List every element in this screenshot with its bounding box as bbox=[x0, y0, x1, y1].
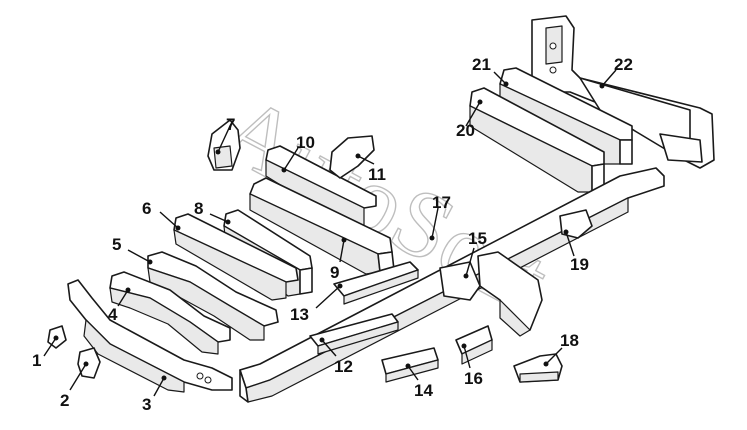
callout-22-label: 22 bbox=[614, 55, 633, 74]
callout-5-label: 5 bbox=[112, 235, 121, 254]
part-4 bbox=[109, 271, 231, 355]
part-18 bbox=[513, 353, 563, 383]
callout-12: 12 bbox=[319, 337, 353, 376]
part-15-assembly bbox=[439, 251, 543, 337]
callout-5: 5 bbox=[112, 235, 153, 265]
part-9 bbox=[249, 177, 395, 275]
callout-18-label: 18 bbox=[560, 331, 579, 350]
callout-11: 11 bbox=[355, 153, 386, 184]
callout-11-label: 11 bbox=[368, 165, 386, 184]
callout-2: 2 bbox=[60, 361, 89, 410]
callout-8-label: 8 bbox=[194, 199, 203, 218]
callout-6: 6 bbox=[142, 199, 181, 231]
part-12 bbox=[309, 313, 399, 355]
callout-6-label: 6 bbox=[142, 199, 151, 218]
callout-10: 10 bbox=[281, 133, 315, 173]
callout-13: 13 bbox=[290, 283, 343, 324]
callout-20: 20 bbox=[456, 99, 483, 140]
callout-4: 4 bbox=[108, 287, 131, 324]
part-2 bbox=[77, 347, 101, 379]
part-20 bbox=[469, 87, 605, 193]
part-3 bbox=[67, 279, 233, 393]
callout-9: 9 bbox=[330, 237, 347, 282]
callout-20-label: 20 bbox=[456, 121, 475, 140]
callouts: 1 2 3 4 5 6 7 8 bbox=[32, 55, 633, 414]
part-11 bbox=[329, 135, 375, 179]
callout-21: 21 bbox=[472, 55, 509, 87]
callout-1: 1 bbox=[32, 335, 59, 370]
part-6 bbox=[173, 213, 299, 301]
callout-12-label: 12 bbox=[334, 357, 353, 376]
callout-16-label: 16 bbox=[464, 369, 483, 388]
callout-2-label: 2 bbox=[60, 391, 69, 410]
callout-18: 18 bbox=[543, 331, 579, 367]
callout-21-label: 21 bbox=[472, 55, 491, 74]
callout-22: 22 bbox=[599, 55, 633, 89]
callout-3: 3 bbox=[142, 375, 167, 414]
callout-13-label: 13 bbox=[290, 305, 309, 324]
callout-9-label: 9 bbox=[330, 263, 339, 282]
callout-15-label: 15 bbox=[468, 229, 487, 248]
callout-17-label: 17 bbox=[432, 193, 451, 212]
callout-14-label: 14 bbox=[414, 381, 433, 400]
callout-17: 17 bbox=[429, 193, 451, 241]
part-13 bbox=[333, 261, 419, 305]
callout-16: 16 bbox=[461, 343, 483, 388]
callout-19-label: 19 bbox=[570, 255, 589, 274]
callout-10-label: 10 bbox=[296, 133, 315, 152]
callout-14: 14 bbox=[405, 363, 433, 400]
callout-8: 8 bbox=[194, 199, 231, 225]
callout-3-label: 3 bbox=[142, 395, 151, 414]
callout-15: 15 bbox=[463, 229, 487, 279]
callout-7: 7 bbox=[215, 115, 235, 155]
callout-4-label: 4 bbox=[108, 305, 118, 324]
callout-1-label: 1 bbox=[32, 351, 41, 370]
callout-7-label: 7 bbox=[226, 115, 235, 134]
callout-19: 19 bbox=[563, 229, 589, 274]
part-16 bbox=[455, 325, 493, 365]
